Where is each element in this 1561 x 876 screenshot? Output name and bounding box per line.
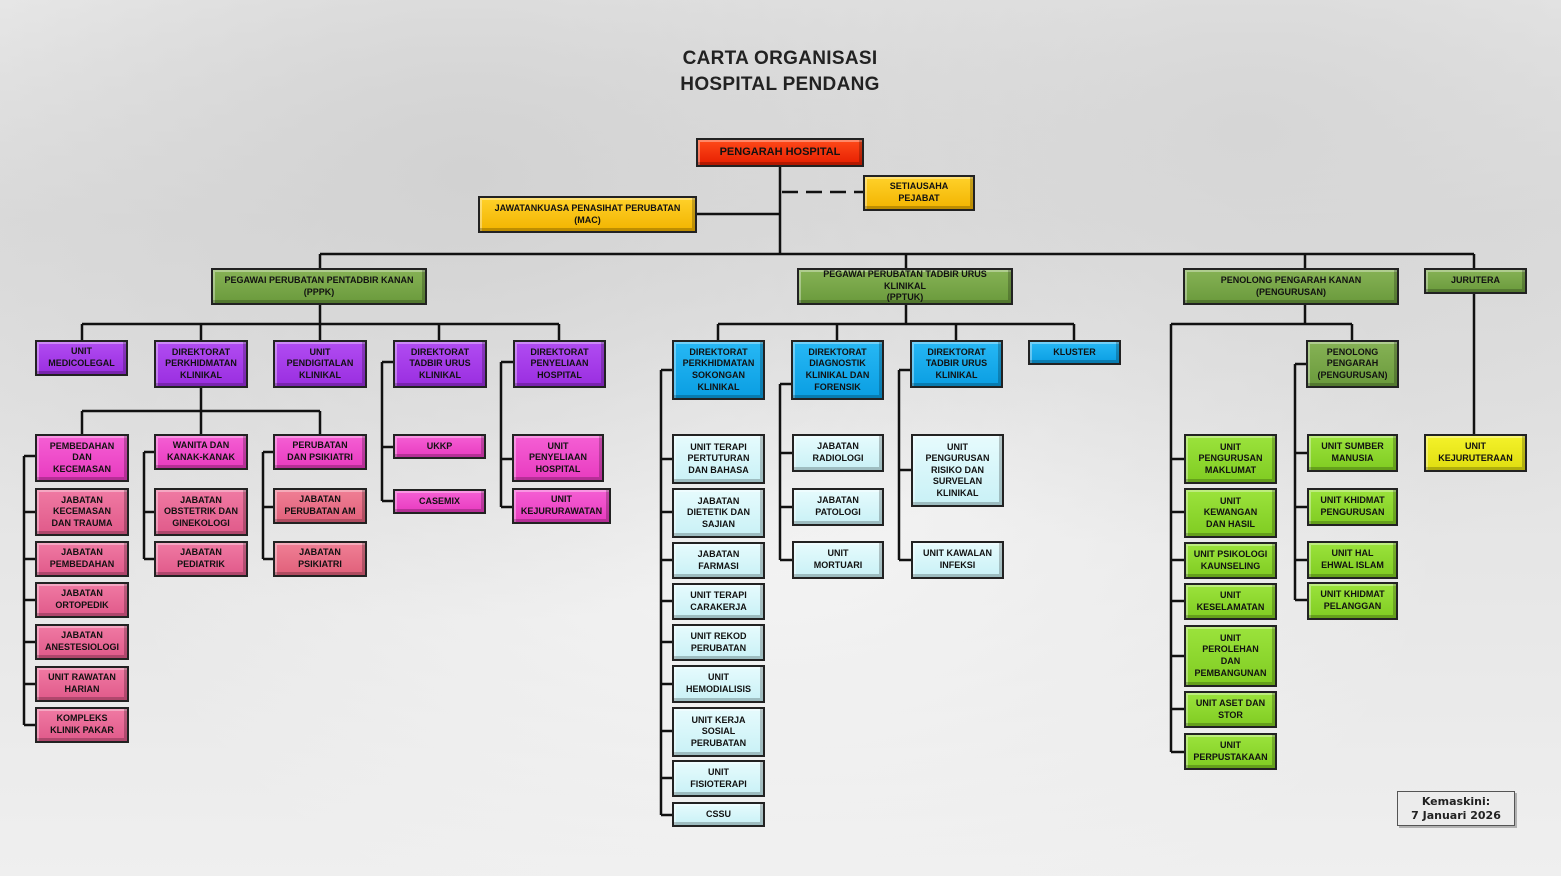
- last-updated-label: Kemaskini:: [1421, 795, 1491, 808]
- node-jabatan-psikiatri: JABATAN PSIKIATRI: [273, 541, 367, 577]
- node-jabatan-kecemasan-dan-trauma: JABATAN KECEMASAN DAN TRAUMA: [35, 488, 129, 536]
- node-unit-kejururawatan: UNIT KEJURURAWATAN: [512, 488, 611, 524]
- node-unit-kewangan-dan-hasil: UNIT KEWANGAN DAN HASIL: [1184, 488, 1277, 538]
- node-direktorat-perkhidmatan-klinikal: DIREKTORAT PERKHIDMATAN KLINIKAL: [154, 340, 248, 388]
- node-unit-kerja-sosial-perubatan: UNIT KERJA SOSIAL PERUBATAN: [672, 707, 765, 757]
- node-casemix: CASEMIX: [393, 489, 486, 514]
- node-penolong-pengarah-pengurusan: PENOLONG PENGARAH (PENGURUSAN): [1306, 340, 1399, 388]
- node-unit-pengurusan-risiko-dan-survelan-klinikal: UNIT PENGURUSAN RISIKO DAN SURVELAN KLIN…: [911, 434, 1004, 507]
- node-unit-fisioterapi: UNIT FISIOTERAPI: [672, 760, 765, 797]
- last-updated-date: 7 Januari 2026: [1411, 809, 1501, 823]
- node-perubatan-dan-psikiatri: PERUBATAN DAN PSIKIATRI: [273, 434, 367, 470]
- node-unit-pengurusan-maklumat: UNIT PENGURUSAN MAKLUMAT: [1184, 434, 1277, 484]
- node-jurutera: JURUTERA: [1424, 268, 1527, 294]
- node-unit-terapi-carakerja: UNIT TERAPI CARAKERJA: [672, 583, 765, 620]
- last-updated-box: Kemaskini: 7 Januari 2026: [1397, 791, 1515, 826]
- node-mac: JAWATANKUASA PENASIHAT PERUBATAN (MAC): [478, 196, 697, 233]
- node-jabatan-patologi: JABATAN PATOLOGI: [792, 488, 884, 526]
- node-direktorat-tadbir-urus-klinikal-2: DIREKTORAT TADBIR URUS KLINIKAL: [910, 340, 1003, 388]
- node-unit-terapi-pertuturan-dan-bahasa: UNIT TERAPI PERTUTURAN DAN BAHASA: [672, 434, 765, 484]
- node-jabatan-pembedahan: JABATAN PEMBEDAHAN: [35, 541, 129, 577]
- node-direktorat-penyeliaan-hospital: DIREKTORAT PENYELIAAN HOSPITAL: [513, 340, 606, 388]
- node-pptuk: PEGAWAI PERUBATAN TADBIR URUS KLINIKAL (…: [797, 268, 1013, 305]
- node-kluster: KLUSTER: [1028, 340, 1121, 365]
- node-jabatan-pediatrik: JABATAN PEDIATRIK: [154, 541, 248, 577]
- node-pppk: PEGAWAI PERUBATAN PENTADBIR KANAN (PPPK): [211, 268, 427, 305]
- node-unit-medicolegal: UNIT MEDICOLEGAL: [35, 340, 128, 376]
- node-pembedahan-dan-kecemasan: PEMBEDAHAN DAN KECEMASAN: [35, 434, 129, 482]
- node-penolong-pengarah-kanan: PENOLONG PENGARAH KANAN (PENGURUSAN): [1183, 268, 1399, 305]
- node-unit-perpustakaan: UNIT PERPUSTAKAAN: [1184, 733, 1277, 770]
- node-unit-aset-dan-stor: UNIT ASET DAN STOR: [1184, 691, 1277, 728]
- node-jabatan-obstetrik-dan-ginekologi: JABATAN OBSTETRIK DAN GINEKOLOGI: [154, 488, 248, 536]
- node-jabatan-farmasi: JABATAN FARMASI: [672, 542, 765, 579]
- node-jabatan-anestesiologi: JABATAN ANESTESIOLOGI: [35, 624, 129, 660]
- node-unit-perolehan-dan-pembangunan: UNIT PEROLEHAN DAN PEMBANGUNAN: [1184, 625, 1277, 687]
- node-unit-hemodialisis: UNIT HEMODIALISIS: [672, 665, 765, 703]
- node-unit-rawatan-harian: UNIT RAWATAN HARIAN: [35, 666, 129, 702]
- node-cssu: CSSU: [672, 802, 765, 827]
- node-unit-rekod-perubatan: UNIT REKOD PERUBATAN: [672, 624, 765, 661]
- node-unit-penyeliaan-hospital: UNIT PENYELIAAN HOSPITAL: [512, 434, 604, 482]
- node-pengarah-hospital: PENGARAH HOSPITAL: [696, 138, 864, 167]
- node-unit-mortuari: UNIT MORTUARI: [792, 541, 884, 579]
- node-direktorat-diagnostik-klinikal-dan-forensik: DIREKTORAT DIAGNOSTIK KLINIKAL DAN FOREN…: [791, 340, 884, 400]
- node-jabatan-dietetik-dan-sajian: JABATAN DIETETIK DAN SAJIAN: [672, 488, 765, 538]
- node-setiausaha-pejabat: SETIAUSAHA PEJABAT: [863, 175, 975, 211]
- node-direktorat-perkhidmatan-sokongan-klinikal: DIREKTORAT PERKHIDMATAN SOKONGAN KLINIKA…: [672, 340, 765, 400]
- node-unit-khidmat-pelanggan: UNIT KHIDMAT PELANGGAN: [1307, 582, 1398, 620]
- node-ukkp: UKKP: [393, 434, 486, 459]
- node-unit-kawalan-infeksi: UNIT KAWALAN INFEKSI: [911, 541, 1004, 579]
- node-jabatan-ortopedik: JABATAN ORTOPEDIK: [35, 582, 129, 618]
- node-unit-sumber-manusia: UNIT SUMBER MANUSIA: [1307, 434, 1398, 472]
- chart-title-line2: HOSPITAL PENDANG: [680, 74, 880, 95]
- node-unit-kejuruteraan: UNIT KEJURUTERAAN: [1424, 434, 1527, 472]
- node-kompleks-klinik-pakar: KOMPLEKS KLINIK PAKAR: [35, 707, 129, 743]
- node-unit-keselamatan: UNIT KESELAMATAN: [1184, 583, 1277, 620]
- node-wanita-dan-kanak-kanak: WANITA DAN KANAK-KANAK: [154, 434, 248, 470]
- node-unit-psikologi-kaunseling: UNIT PSIKOLOGI KAUNSELING: [1184, 542, 1277, 579]
- node-unit-hal-ehwal-islam: UNIT HAL EHWAL ISLAM: [1307, 541, 1398, 579]
- node-unit-khidmat-pengurusan: UNIT KHIDMAT PENGURUSAN: [1307, 488, 1398, 526]
- node-direktorat-tadbir-urus-klinikal-1: DIREKTORAT TADBIR URUS KLINIKAL: [393, 340, 487, 388]
- node-jabatan-radiologi: JABATAN RADIOLOGI: [792, 434, 884, 472]
- node-unit-pendigitalan-klinikal: UNIT PENDIGITALAN KLINIKAL: [273, 340, 367, 388]
- node-jabatan-perubatan-am: JABATAN PERUBATAN AM: [273, 488, 367, 524]
- chart-title-line1: CARTA ORGANISASI: [682, 48, 878, 69]
